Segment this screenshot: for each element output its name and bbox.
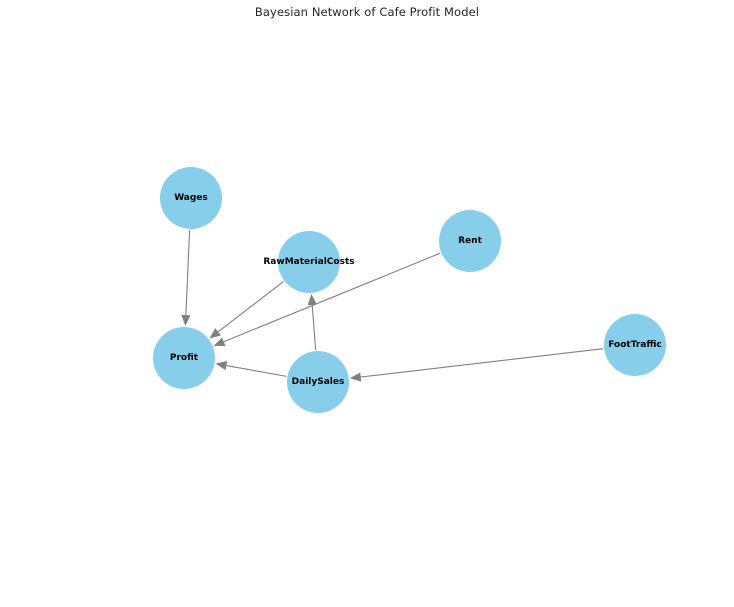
node-foottraffic[interactable]: FootTraffic [604, 314, 666, 376]
edge-Wages-to-Profit [185, 229, 191, 316]
node-label-rent: Rent [458, 236, 482, 246]
edge-RawMaterialCosts-to-Profit [217, 281, 284, 333]
edge-DailySales-to-Profit [226, 365, 287, 377]
node-label-rawmaterialcosts: RawMaterialCosts [263, 257, 354, 267]
node-rawmaterialcosts[interactable]: RawMaterialCosts [263, 231, 355, 293]
node-circle-profit[interactable] [153, 327, 215, 389]
node-label-wages: Wages [174, 193, 208, 203]
node-wages[interactable]: Wages [160, 167, 222, 229]
arrowhead-Rent-to-Profit [213, 337, 226, 346]
arrowhead-DailySales-to-RawMaterialCosts [307, 293, 317, 306]
edge-FootTraffic-to-DailySales [360, 348, 604, 378]
node-circle-foottraffic[interactable] [604, 314, 666, 376]
page-title: Bayesian Network of Cafe Profit Model [254, 5, 480, 19]
node-dailysales[interactable]: DailySales [287, 351, 349, 413]
edges-layer [181, 229, 604, 382]
node-label-dailysales: DailySales [292, 377, 345, 387]
edge-Rent-to-Profit [223, 252, 441, 343]
node-label-foottraffic: FootTraffic [608, 340, 662, 350]
edge-DailySales-to-RawMaterialCosts [311, 304, 317, 351]
arrowhead-FootTraffic-to-DailySales [349, 372, 362, 382]
node-label-profit: Profit [170, 353, 199, 363]
node-circle-wages[interactable] [160, 167, 222, 229]
arrowhead-RawMaterialCosts-to-Profit [209, 328, 221, 339]
node-circle-rent[interactable] [439, 210, 501, 272]
node-circle-dailysales[interactable] [287, 351, 349, 413]
node-profit[interactable]: Profit [153, 327, 215, 389]
arrowhead-DailySales-to-Profit [215, 361, 228, 371]
node-circle-rawmaterialcosts[interactable] [278, 231, 340, 293]
node-rent[interactable]: Rent [439, 210, 501, 272]
arrowhead-Wages-to-Profit [181, 314, 191, 327]
